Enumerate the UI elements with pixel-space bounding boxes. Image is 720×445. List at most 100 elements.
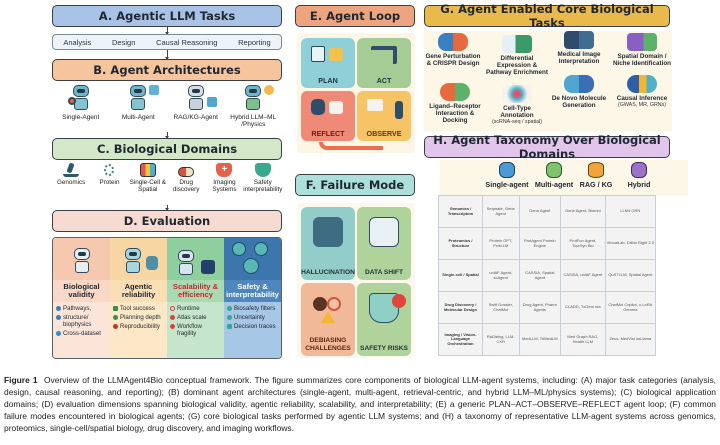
section-g-header: G. Agent Enabled Core Biological Tasks xyxy=(424,2,670,30)
domain-imaging: + Imaging Systems xyxy=(212,163,237,193)
flask-skull-icon xyxy=(369,293,406,323)
task-causal-reasoning: Causal Reasoning xyxy=(156,37,218,47)
arch-rag-kg-agent: RAG/KG-Agent xyxy=(168,83,224,135)
task-categories-row: Analysis Design Causal Reasoning Reporti… xyxy=(52,34,282,50)
agent-loop-panel: PLAN ACT REFLECT OBSERVE xyxy=(297,33,415,153)
table-cell: CASSIA, uniAF Agent xyxy=(560,259,606,292)
domain-protein: Protein xyxy=(90,163,128,207)
table-cell: Swift Dossier, ChatMol xyxy=(482,291,520,324)
task-cell-type-annotation: Cell-Type Annotation (scRNA-seq / spatia… xyxy=(486,85,548,125)
hexagon-molecule-icon xyxy=(564,75,594,93)
charts-icon xyxy=(367,99,383,111)
robot-icon xyxy=(120,246,158,276)
dna-crispr-icon xyxy=(438,33,468,51)
arch-hybrid: Hybrid LLM–ML /Physics xyxy=(225,83,281,135)
failure-hallucination: HALLUCINATION xyxy=(301,207,355,280)
caption-text: Overview of the LLMAgent4Bio conceptual … xyxy=(4,375,717,433)
eval-safety: Safety & interpretability Biosafety filt… xyxy=(224,238,281,358)
section-f-header: F. Failure Mode xyxy=(295,174,415,196)
table-cell: LLM4 GRN xyxy=(604,195,657,228)
task-design: Design xyxy=(112,37,136,47)
taxonomy-agent-types: Single-agent Multi-agent RAG / KG Hybrid xyxy=(440,160,688,195)
table-cell: VirtualLab, DrBio Right 2.0 xyxy=(604,227,657,260)
spatial-map-icon xyxy=(627,33,657,51)
agent-type-multi: Multi-agent xyxy=(531,162,577,189)
loop-step-observe: OBSERVE xyxy=(357,91,411,141)
table-cell: Seqmate, Gene Agent xyxy=(482,195,520,228)
table-cell: Drug Agent, Pharm Agents xyxy=(518,291,562,324)
arch-multi-agent: Multi-Agent xyxy=(110,83,166,135)
eval-biological-validity: Biological validity Pathways, structure/… xyxy=(53,238,110,358)
failure-mode-panel: HALLUCINATION DATA SHIFT DEBIASING CHALL… xyxy=(297,203,415,358)
network-icon xyxy=(243,258,259,274)
eval-agentic-reliability: Agentic reliability Tool success Plannin… xyxy=(110,238,167,358)
pill-icon xyxy=(178,167,195,177)
core-tasks-panel: Gene Perturbation & CRISPR Design Differ… xyxy=(424,31,672,131)
domain-genomics: Genomics xyxy=(52,162,90,207)
loop-return-arrow xyxy=(319,142,383,150)
loop-step-plan: PLAN xyxy=(301,38,355,88)
shield-lock-icon xyxy=(254,163,271,177)
robot-blue-icon xyxy=(499,162,515,178)
failure-debiasing: DEBIASING CHALLENGES xyxy=(301,283,355,356)
scatter-network-icon xyxy=(502,85,532,103)
task-spatial-domain: Spatial Domain / Niche Identification xyxy=(612,33,672,67)
failure-data-shift: DATA SHIFT xyxy=(357,207,411,280)
table-cell: Geno Agent xyxy=(518,195,562,228)
table-cell: Protein GPT, ProtLLM xyxy=(482,227,520,260)
evaluation-panel: Biological validity Pathways, structure/… xyxy=(52,237,282,359)
microscope-icon xyxy=(395,101,403,119)
robot-magnifier-icon xyxy=(67,83,94,113)
section-d-header: D. Evaluation xyxy=(52,210,282,232)
loop-step-reflect: REFLECT xyxy=(301,91,355,141)
table-cell: Zeus, MedVisi onLlama xyxy=(604,323,657,356)
robot-gear-icon xyxy=(240,83,275,113)
row-header: Drug Discovery / Molecular Design xyxy=(438,291,483,324)
task-differential-expression: Differential Expression & Pathway Enrich… xyxy=(486,35,548,76)
table-cell: uniAF Agent, scAgent xyxy=(482,259,520,292)
lungs-monitor-icon xyxy=(564,31,594,49)
table-cell: MedLLM, TriMedLM xyxy=(518,323,562,356)
robot-green-icon xyxy=(546,162,562,178)
table-cell: CASSIA, Spatial Agent xyxy=(518,259,562,292)
microscope-icon xyxy=(63,162,80,177)
flowchart-icon xyxy=(329,48,343,61)
domain-safety: Safety interpretability xyxy=(243,163,282,207)
task-reporting: Reporting xyxy=(238,37,271,47)
people-warning-icon xyxy=(313,293,343,323)
robot-chat-icon xyxy=(125,83,160,113)
domain-drug-discovery: Drug discovery xyxy=(167,163,205,207)
molecule-icon xyxy=(440,83,470,101)
dna-chat-robot-icon xyxy=(313,217,343,247)
grid-icon xyxy=(139,163,156,177)
agent-type-hybrid: Hybrid xyxy=(616,162,662,189)
robot-icon xyxy=(173,248,215,278)
biological-domains-row: Genomics Protein Single-Cell & Spatial D… xyxy=(52,162,282,207)
flow-arrow xyxy=(165,27,169,35)
task-gene-perturbation: Gene Perturbation & CRISPR Design xyxy=(424,33,482,67)
agent-type-rag-kg: RAG / KG xyxy=(573,162,619,189)
protein-icon xyxy=(101,163,117,177)
table-cell: ProtAgent Protein Engine xyxy=(518,227,562,260)
database-icon xyxy=(588,162,604,178)
power-icon xyxy=(254,242,268,256)
shield-icon xyxy=(232,242,246,256)
table-cell: RaDialog, LLM-CXR xyxy=(482,323,520,356)
section-c-header: C. Biological Domains xyxy=(52,138,282,160)
arch-single-agent: Single-Agent xyxy=(53,83,109,135)
loop-step-act: ACT xyxy=(357,38,411,88)
row-header: Imaging / Vision-Language Orchestration xyxy=(438,323,483,356)
task-analysis: Analysis xyxy=(63,37,92,47)
medical-shield-icon: + xyxy=(216,163,233,177)
caption-label: Figure 1 xyxy=(4,375,38,385)
section-b-header: B. Agent Architectures xyxy=(52,59,282,81)
section-e-header: E. Agent Loop xyxy=(295,5,415,27)
task-medical-image: Medical Image Interpretation xyxy=(548,31,610,65)
bar-chart-flask-icon xyxy=(369,217,399,247)
